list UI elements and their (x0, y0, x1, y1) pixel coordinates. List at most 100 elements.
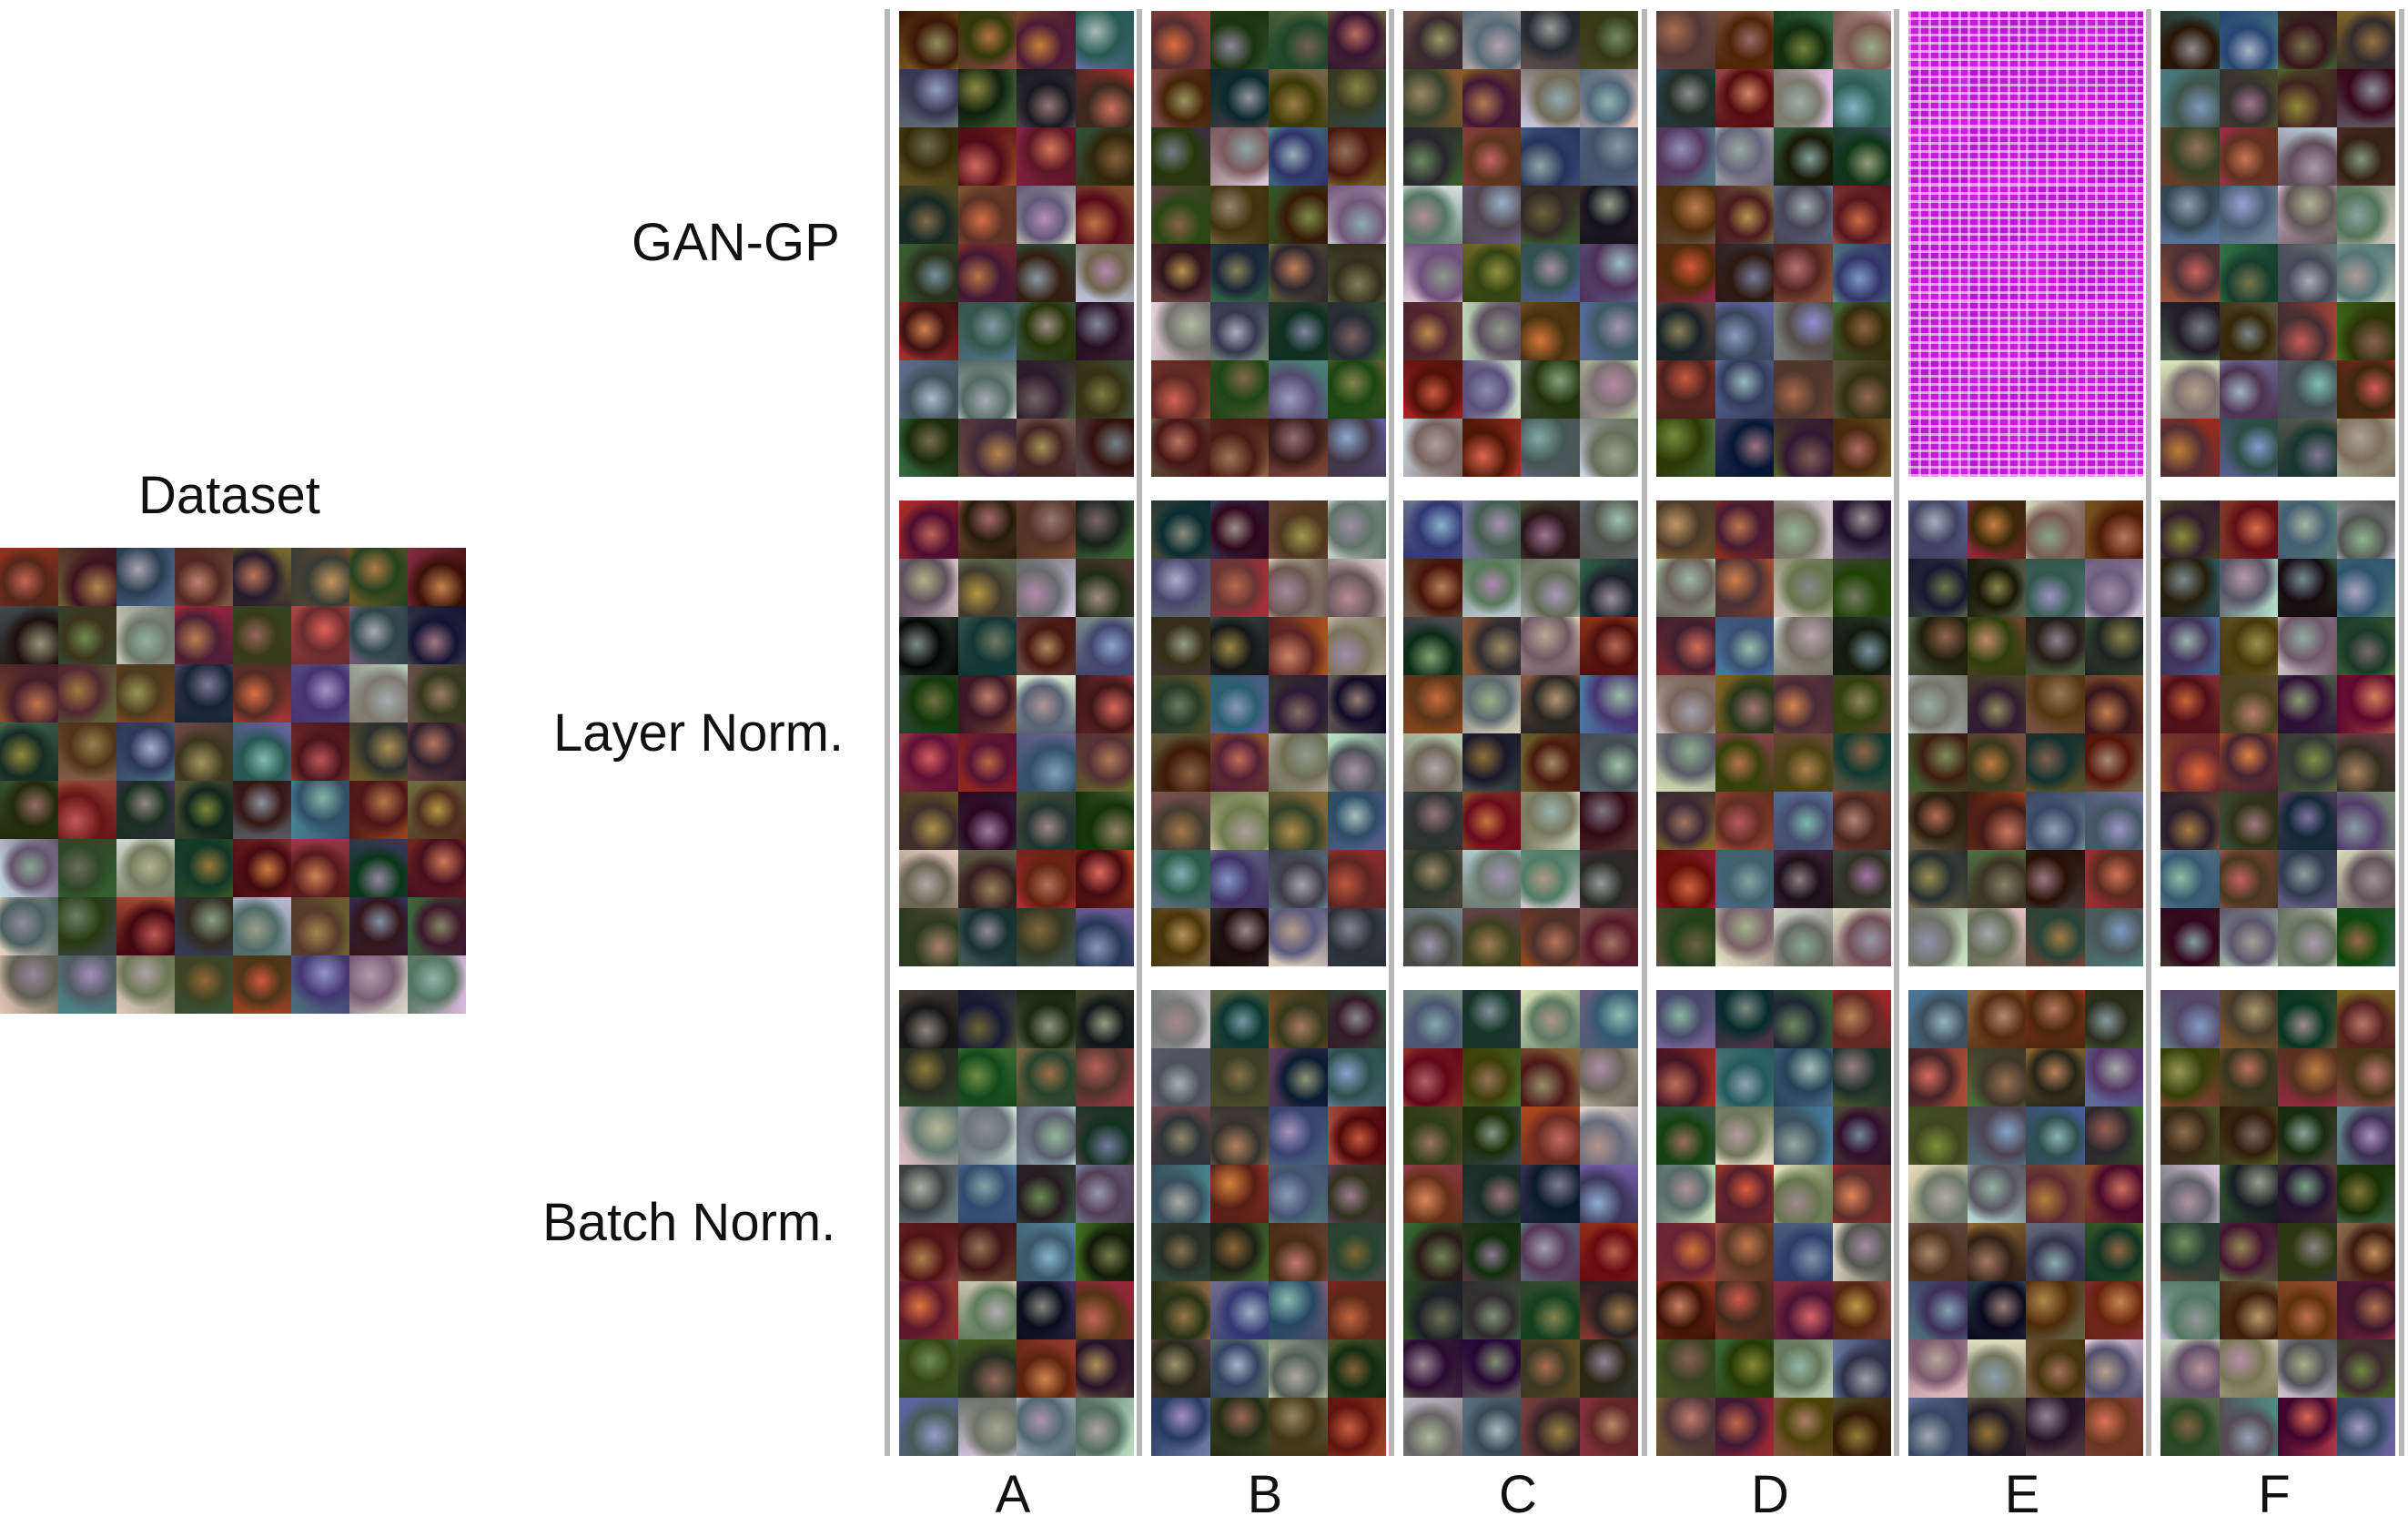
sample-thumbnail (1403, 1107, 1462, 1165)
sample-thumbnail (1715, 1398, 1774, 1456)
sample-thumbnail (1327, 850, 1386, 908)
sample-thumbnail (1403, 908, 1462, 966)
sample-thumbnail (1908, 850, 1968, 908)
dataset-image-grid (0, 548, 466, 1014)
sample-thumbnail (1579, 127, 1638, 186)
sample-thumbnail (1151, 360, 1210, 419)
sample-thumbnail (2160, 500, 2220, 559)
sample-thumbnail (2026, 559, 2085, 617)
sample-thumbnail (1715, 559, 1774, 617)
sample-thumbnail (233, 955, 291, 1014)
sample-thumbnail (2336, 559, 2395, 617)
sample-thumbnail (0, 664, 58, 723)
sample-thumbnail (1908, 733, 1968, 792)
sample-thumbnail (233, 723, 291, 781)
row-label-layer-norm: Layer Norm. (553, 703, 845, 763)
sample-thumbnail (1579, 1339, 1638, 1398)
sample-thumbnail (1774, 302, 1833, 360)
sample-thumbnail (1908, 1398, 1968, 1456)
column-label-a: A (995, 1465, 1031, 1524)
sample-thumbnail (1269, 1107, 1328, 1165)
sample-thumbnail (1521, 1398, 1580, 1456)
sample-grid-layer-norm-c (1403, 500, 1638, 966)
sample-thumbnail (2278, 244, 2337, 302)
sample-thumbnail (2160, 908, 2220, 966)
sample-thumbnail (1017, 1165, 1076, 1223)
sample-thumbnail (1462, 792, 1521, 850)
sample-thumbnail (2084, 1281, 2143, 1339)
sample-thumbnail (0, 897, 58, 955)
sample-thumbnail (2084, 1223, 2143, 1281)
sample-thumbnail (1209, 792, 1269, 850)
sample-thumbnail (1715, 186, 1774, 244)
sample-thumbnail (1774, 1165, 1833, 1223)
sample-thumbnail (1327, 617, 1386, 675)
sample-thumbnail (2026, 675, 2085, 733)
sample-thumbnail (1908, 559, 1968, 617)
sample-thumbnail (1075, 908, 1134, 966)
sample-thumbnail (1075, 1165, 1134, 1223)
sample-thumbnail (349, 723, 408, 781)
sample-thumbnail (349, 606, 408, 664)
sample-thumbnail (2026, 850, 2085, 908)
sample-thumbnail (1151, 186, 1210, 244)
sample-thumbnail (1075, 1339, 1134, 1398)
sample-thumbnail (1774, 1398, 1833, 1456)
sample-grid-layer-norm-d (1656, 500, 1891, 966)
sample-thumbnail (1462, 11, 1521, 69)
sample-thumbnail (1774, 617, 1833, 675)
sample-thumbnail (1908, 302, 1968, 360)
sample-thumbnail (408, 548, 466, 606)
sample-thumbnail (1715, 1339, 1774, 1398)
sample-thumbnail (175, 839, 233, 897)
sample-thumbnail (1151, 792, 1210, 850)
sample-thumbnail (1017, 559, 1076, 617)
sample-thumbnail (2219, 500, 2278, 559)
sample-thumbnail (2336, 500, 2395, 559)
sample-thumbnail (2336, 792, 2395, 850)
sample-thumbnail (2026, 500, 2085, 559)
sample-thumbnail (0, 955, 58, 1014)
sample-thumbnail (1715, 990, 1774, 1048)
sample-thumbnail (1908, 69, 1968, 127)
sample-thumbnail (1521, 559, 1580, 617)
sample-thumbnail (1017, 675, 1076, 733)
sample-thumbnail (1462, 127, 1521, 186)
sample-thumbnail (1832, 908, 1891, 966)
sample-thumbnail (1656, 1398, 1715, 1456)
sample-thumbnail (1832, 1223, 1891, 1281)
sample-thumbnail (2084, 1048, 2143, 1107)
sample-thumbnail (1774, 69, 1833, 127)
sample-thumbnail (291, 955, 349, 1014)
sample-thumbnail (1327, 1165, 1386, 1223)
sample-thumbnail (957, 69, 1017, 127)
sample-thumbnail (2084, 1107, 2143, 1165)
sample-thumbnail (1151, 500, 1210, 559)
sample-thumbnail (1656, 419, 1715, 477)
sample-thumbnail (957, 675, 1017, 733)
sample-thumbnail (1327, 733, 1386, 792)
sample-thumbnail (1579, 360, 1638, 419)
sample-thumbnail (1715, 500, 1774, 559)
sample-thumbnail (2160, 244, 2220, 302)
sample-thumbnail (899, 850, 958, 908)
sample-grid-gan-gp-a (899, 11, 1134, 477)
sample-thumbnail (1269, 908, 1328, 966)
sample-thumbnail (1521, 675, 1580, 733)
sample-thumbnail (2278, 908, 2337, 966)
sample-thumbnail (349, 664, 408, 723)
sample-thumbnail (1403, 11, 1462, 69)
sample-thumbnail (1579, 244, 1638, 302)
sample-thumbnail (899, 69, 958, 127)
sample-thumbnail (1521, 1165, 1580, 1223)
sample-thumbnail (1908, 500, 1968, 559)
sample-thumbnail (1462, 360, 1521, 419)
sample-thumbnail (1075, 1107, 1134, 1165)
sample-thumbnail (2160, 1048, 2220, 1107)
sample-thumbnail (2026, 186, 2085, 244)
sample-thumbnail (116, 606, 175, 664)
sample-thumbnail (1579, 69, 1638, 127)
sample-thumbnail (1075, 302, 1134, 360)
column-label-f: F (2258, 1465, 2291, 1524)
sample-thumbnail (1269, 69, 1328, 127)
